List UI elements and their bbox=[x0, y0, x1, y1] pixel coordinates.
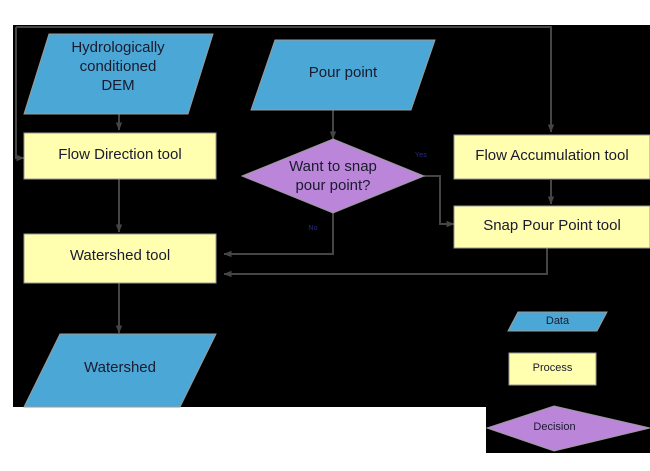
node-flow-accumulation-shape[interactable] bbox=[453, 134, 650, 180]
legend-decision-shape[interactable] bbox=[485, 405, 650, 452]
node-flow-direction-shape[interactable] bbox=[23, 132, 217, 180]
edge-dem-to-flow-accumulation bbox=[16, 26, 555, 133]
node-watershed-tool-shape[interactable] bbox=[23, 233, 217, 284]
node-watershed-shape[interactable] bbox=[23, 333, 217, 408]
node-want-to-snap-shape[interactable] bbox=[240, 138, 426, 214]
node-hydro-dem-shape[interactable] bbox=[23, 33, 214, 115]
edge-decision-no-to-watershed-tool bbox=[223, 213, 334, 258]
legend-process-shape[interactable] bbox=[508, 352, 597, 386]
node-snap-pour-point-shape[interactable] bbox=[453, 205, 650, 249]
edge-dem-to-flow-direction-rail bbox=[15, 27, 25, 162]
node-pour-point-shape[interactable] bbox=[250, 39, 436, 111]
edge-decision-yes-to-snap bbox=[424, 175, 455, 228]
edge-snap-to-watershed-tool bbox=[223, 248, 548, 278]
legend-data-shape[interactable] bbox=[507, 311, 608, 332]
